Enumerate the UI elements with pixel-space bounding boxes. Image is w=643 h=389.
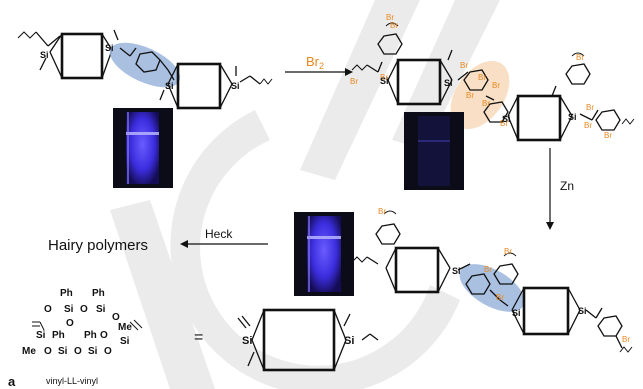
- svg-text:O: O: [104, 346, 112, 357]
- svg-text:Br: Br: [622, 335, 630, 344]
- svg-text:Me: Me: [22, 346, 36, 357]
- compound-name: vinyl-LL-vinyl: [46, 376, 98, 386]
- si-label: Si: [344, 335, 354, 347]
- highlight-blue-2: [459, 264, 525, 312]
- monomer-atoms: Ph Ph O Si O Si O O Me Si Ph Ph O Si Me …: [22, 288, 132, 357]
- svg-text:Br: Br: [460, 61, 468, 70]
- polymer-brominated: [351, 22, 635, 142]
- svg-text:Br: Br: [492, 81, 500, 90]
- cuvette-quenched: [404, 112, 464, 190]
- monomer-structure: [32, 319, 143, 331]
- svg-text:Br: Br: [478, 73, 486, 82]
- reagent-br2: Br2: [306, 54, 324, 71]
- bromine-atoms-top: Br Br Br Br Br Br Br Br Br Br Br Br Br B…: [350, 13, 612, 140]
- reaction-arrow-heck: [180, 240, 268, 248]
- svg-text:O: O: [112, 312, 120, 323]
- svg-text:Br: Br: [380, 73, 388, 82]
- monomer-shorthand: [237, 308, 379, 372]
- styrene-linker-1: [119, 47, 273, 110]
- si-label: Si: [578, 306, 587, 316]
- si-label: Si: [105, 43, 114, 53]
- reagent-zn: Zn: [560, 179, 574, 193]
- svg-text:O: O: [66, 318, 74, 329]
- svg-text:Br: Br: [586, 103, 594, 112]
- highlight-blue-1: [109, 42, 181, 88]
- reaction-arrow-zn: [546, 148, 554, 230]
- svg-text:Br: Br: [390, 21, 398, 30]
- si-label: Si: [242, 335, 252, 347]
- product-hairy-polymers: Hairy polymers: [48, 237, 148, 254]
- watermark: [110, 0, 500, 389]
- polymer-vinyl-top-left: [17, 29, 119, 80]
- svg-text:Br: Br: [378, 207, 386, 216]
- polymer-debrominated: [351, 210, 633, 353]
- si-label: Si: [165, 81, 174, 91]
- svg-text:O: O: [44, 304, 52, 315]
- bromine-atoms-bottom: Br Br Br Br Br: [378, 207, 630, 344]
- svg-text:Br: Br: [386, 13, 394, 22]
- equals-sign: =: [194, 329, 203, 346]
- svg-text:O: O: [100, 330, 108, 341]
- svg-text:O: O: [74, 346, 82, 357]
- si-label: Si: [502, 114, 511, 124]
- svg-text:Br: Br: [350, 77, 358, 86]
- svg-text:Br: Br: [500, 119, 508, 128]
- svg-text:Si: Si: [58, 346, 68, 357]
- svg-text:Si: Si: [64, 304, 74, 315]
- svg-text:O: O: [80, 304, 88, 315]
- si-label: Si: [40, 50, 49, 60]
- si-label: Si: [380, 76, 389, 86]
- svg-text:Ph: Ph: [52, 330, 65, 341]
- panel-label: a: [8, 374, 16, 389]
- svg-text:Br: Br: [466, 91, 474, 100]
- svg-text:Ph: Ph: [60, 288, 73, 299]
- reaction-arrow-br2: [285, 68, 353, 76]
- si-label: Si: [512, 308, 521, 318]
- svg-text:O: O: [44, 346, 52, 357]
- si-label: Si: [568, 112, 577, 122]
- svg-text:Ph: Ph: [92, 288, 105, 299]
- cuvette-fluorescent-1: [113, 108, 173, 188]
- svg-text:Me: Me: [118, 322, 132, 333]
- cuvette-fluorescent-2: [294, 212, 354, 296]
- svg-text:Si: Si: [88, 346, 98, 357]
- svg-text:Si: Si: [120, 336, 130, 347]
- svg-text:Br: Br: [584, 121, 592, 130]
- reagent-heck: Heck: [205, 227, 233, 241]
- svg-text:Ph: Ph: [84, 330, 97, 341]
- svg-text:Br: Br: [504, 247, 512, 256]
- svg-text:Br: Br: [604, 131, 612, 140]
- svg-text:Br: Br: [482, 99, 490, 108]
- si-label: Si: [452, 266, 461, 276]
- svg-text:Br: Br: [576, 53, 584, 62]
- si-label: Si: [444, 78, 453, 88]
- svg-text:Si: Si: [36, 330, 46, 341]
- svg-text:Br: Br: [496, 293, 504, 302]
- svg-text:Br: Br: [484, 265, 492, 274]
- svg-text:Si: Si: [96, 304, 106, 315]
- si-label: Si: [231, 81, 240, 91]
